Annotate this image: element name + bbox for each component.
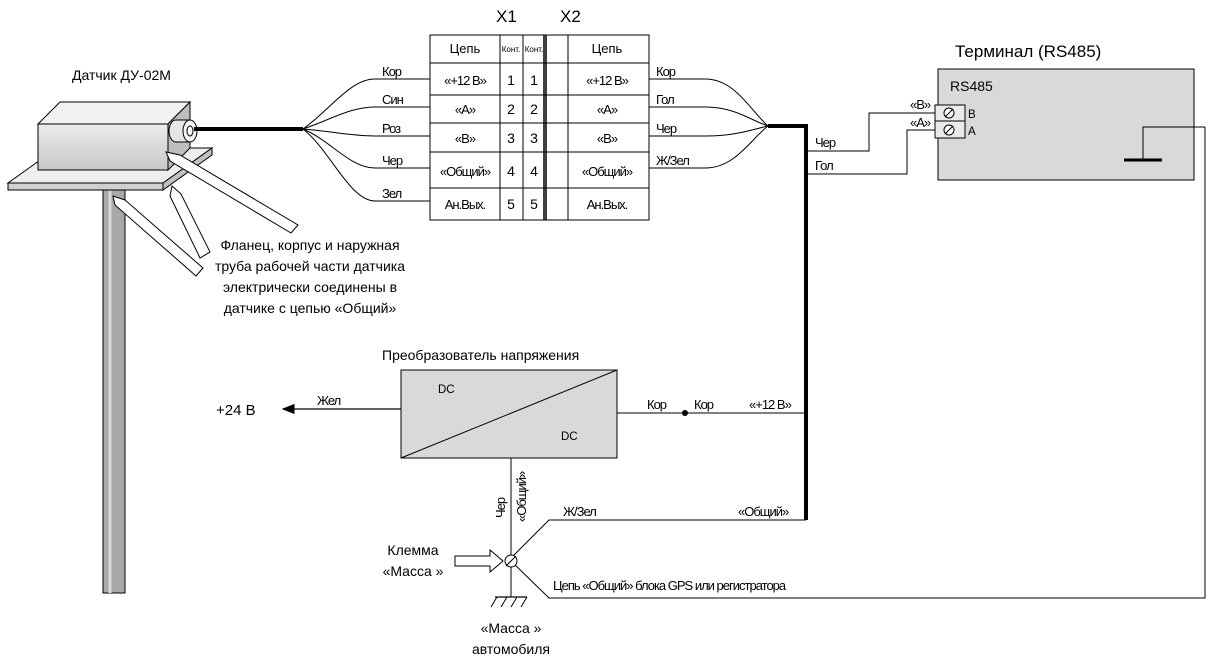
rs485-wires <box>806 112 935 175</box>
right-wire-label: Чер <box>656 121 677 136</box>
x1-pin-cell: 1 <box>507 72 515 88</box>
left-wire-label: Син <box>382 92 404 107</box>
hdr-x2-contact: Конт. <box>525 45 544 54</box>
right-wire-label: Ж/Зел <box>656 153 689 168</box>
wire-label-black: Чер <box>815 135 836 150</box>
common-wire <box>510 519 806 559</box>
clamp-label-2: «Масса » <box>383 563 444 579</box>
x2-pin-cell: 3 <box>530 130 538 146</box>
terminal-in-b: «В» <box>910 97 931 112</box>
terminal: Терминал (RS485) RS485 B A <box>934 42 1205 181</box>
terminal-pin-b: B <box>968 109 976 121</box>
terminal-title: Терминал (RS485) <box>955 42 1101 61</box>
left-wire-labels: Кор Син Роз Чер Зел <box>382 64 405 201</box>
hdr-x1-circuit: Цепь <box>450 41 481 56</box>
x2-circuit-cell: «Общий» <box>582 164 633 179</box>
converter-dc-out: DC <box>561 431 578 443</box>
left-wire-label: Кор <box>382 64 402 79</box>
x2-pin-cell: 4 <box>530 163 538 179</box>
connector-x1-title: X1 <box>496 7 517 26</box>
chassis-label-2: автомобиля <box>472 641 550 657</box>
note-arrow-icon <box>169 185 211 259</box>
right-wire-label: Кор <box>656 64 676 79</box>
x1-circuit-cell: Ан.Вых. <box>445 197 486 212</box>
terminal-in-a: «А» <box>910 115 931 130</box>
common-wire-label: Ж/Зел <box>563 504 596 519</box>
x1-circuit-cell: «А» <box>455 102 476 117</box>
note-arrow-icon <box>112 195 204 277</box>
x1-circuit-cell: «Общий» <box>440 164 491 179</box>
x2-circuit-cell: «А» <box>597 102 618 117</box>
x2-pin-cell: 5 <box>530 196 538 212</box>
note-line: Фланец, корпус и наружная <box>220 237 399 253</box>
input-net-label: «+12 В» <box>749 397 792 412</box>
junction-dot <box>682 410 688 416</box>
hdr-x2-circuit: Цепь <box>592 41 623 56</box>
gps-note: Цепь «Общий» блока GPS или регистратора <box>553 578 787 593</box>
x1-circuit-cell: «+12 В» <box>444 73 487 88</box>
x1-pin-cell: 2 <box>507 101 515 117</box>
note-arrow-icon <box>165 151 299 234</box>
fanout-right <box>649 78 769 169</box>
chassis-label-1: «Масса » <box>481 620 542 636</box>
x1-circuit-cell: «В» <box>455 131 476 146</box>
sensor-pipe <box>102 187 126 594</box>
clamp-label-1: Клемма <box>387 542 438 558</box>
note: Фланец, корпус и наружная труба рабочей … <box>215 237 405 316</box>
common-net-label: «Общий» <box>738 504 789 519</box>
note-line: электрически соединены в <box>223 279 397 295</box>
left-wire-label: Зел <box>382 186 402 201</box>
connector-x2-title: X2 <box>560 7 581 26</box>
trunk-cable <box>768 124 808 520</box>
output-wire-label: Жел <box>317 393 341 408</box>
right-wire-label: Гол <box>656 92 674 107</box>
output-24v-label: +24 В <box>216 402 256 419</box>
connector-table: X1 X2 Цепь Конт. Конт. Цепь «+12 В» 1 1 … <box>429 7 650 221</box>
wire-label-blue: Гол <box>815 158 833 173</box>
terminal-box-label: RS485 <box>950 78 993 94</box>
x2-pin-cell: 2 <box>530 101 538 117</box>
hdr-x1-contact: Конт. <box>502 45 521 54</box>
sensor: Датчик ДУ-02М <box>6 67 214 594</box>
converter-title: Преобразователь напряжения <box>382 347 579 363</box>
converter-dc-in: DC <box>438 384 455 396</box>
clamp-arrow-icon <box>454 548 504 574</box>
fanout-left <box>302 78 430 202</box>
flange-arrows <box>112 151 299 277</box>
converter-gnd-net-label: «Общий» <box>514 471 529 522</box>
input-wire-label-2: Кор <box>694 397 714 412</box>
x1-pin-cell: 4 <box>507 163 515 179</box>
x1-pin-cell: 5 <box>507 196 515 212</box>
note-line: труба рабочей части датчика <box>215 258 405 274</box>
x2-pin-cell: 1 <box>530 72 538 88</box>
voltage-converter: Преобразователь напряжения DC DC <box>382 347 618 459</box>
x2-circuit-cell: «+12 В» <box>586 73 629 88</box>
input-wire-label-1: Кор <box>647 397 667 412</box>
terminal-pin-a: A <box>968 126 976 138</box>
x2-circuit-cell: Ан.Вых. <box>587 197 628 212</box>
left-wire-label: Чер <box>382 153 403 168</box>
x1-pin-cell: 3 <box>507 130 515 146</box>
sensor-body <box>36 101 192 125</box>
x2-circuit-cell: «В» <box>597 131 618 146</box>
gps-common-wire <box>510 127 1206 599</box>
right-wire-labels: Кор Гол Чер Ж/Зел <box>656 64 690 168</box>
note-line: датчике с цепью «Общий» <box>224 300 397 316</box>
left-wire-label: Роз <box>382 121 401 136</box>
converter-gnd-wire-label: Чер <box>493 497 508 518</box>
sensor-title: Датчик ДУ-02М <box>72 67 171 83</box>
